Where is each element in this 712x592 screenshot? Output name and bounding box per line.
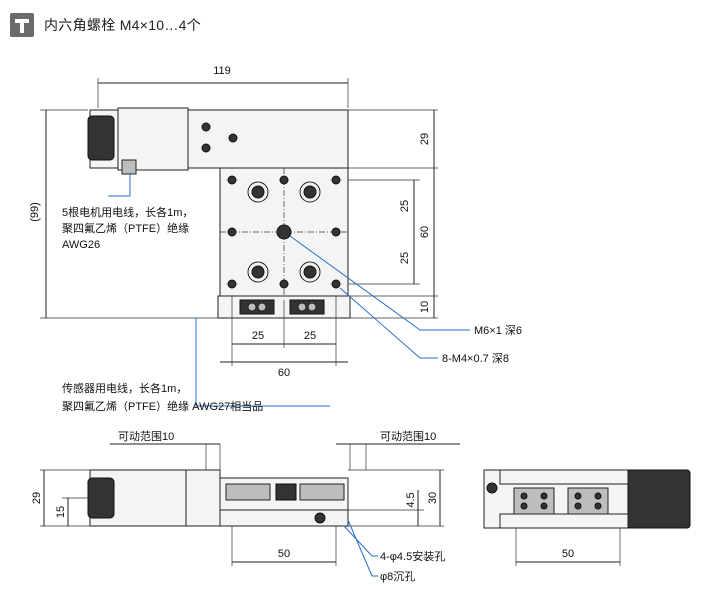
end-block-right: [567, 487, 609, 515]
dim-top-width: 119: [213, 65, 231, 77]
end-knob: [486, 482, 498, 494]
header-title: 内六角螺栓 M4×10…4个: [44, 17, 202, 33]
end-block-left: [513, 487, 555, 515]
motor-cable-note-2: 聚四氟乙烯（PTFE）绝缘: [62, 221, 189, 235]
counterbore-hole: [299, 261, 321, 283]
dim-bottom-60: 60: [278, 367, 290, 379]
header-bar: 内六角螺栓 M4×10…4个: [10, 10, 201, 40]
sensor-block: [239, 299, 275, 315]
dim-right-10: 10: [419, 301, 431, 313]
screw-m6-note: M6×1 深6: [474, 324, 522, 337]
side-slide-right: [299, 483, 345, 501]
screw-m4-note: 8-M4×0.7 深8: [442, 352, 509, 365]
end-view: 50: [483, 469, 691, 566]
housing-screw: [228, 133, 238, 143]
housing-screw: [201, 143, 211, 153]
side-counterbore: [314, 512, 326, 524]
dim-side-29: 29: [31, 492, 43, 504]
side-view: 可动范围10 可动范围10 29 15 4.5 30: [31, 429, 460, 583]
dim-right-60: 60: [419, 226, 431, 238]
counterbore-note: φ8沉孔: [380, 570, 415, 583]
sensor-cable-note-1: 传感器用电线，长各1m，: [62, 381, 187, 395]
counterbore-hole: [299, 181, 321, 203]
end-top-plate: [499, 469, 629, 485]
dim-bottom-25b: 25: [304, 330, 316, 342]
sensor-cable-note-2: 聚四氟乙烯（PTFE）绝缘 AWG27相当品: [62, 399, 263, 413]
dim-left-height: (99): [29, 202, 41, 222]
side-flange: [185, 469, 221, 527]
motor-cable-note-1: 5根电机用电线，长各1m，: [62, 205, 193, 219]
m4-hole: [227, 279, 237, 289]
end-base: [499, 513, 629, 529]
motor-end-cap: [87, 115, 115, 161]
mount-holes-note: 4-φ4.5安装孔: [380, 549, 445, 563]
counterbore-hole: [247, 181, 269, 203]
upper-housing: [187, 109, 349, 169]
motor-flange: [117, 107, 189, 171]
dim-bottom-25a: 25: [252, 330, 264, 342]
housing-screw: [201, 122, 211, 132]
side-motor-cap: [87, 477, 115, 519]
dim-side-30: 30: [427, 492, 439, 504]
dim-right-25b: 25: [399, 252, 411, 264]
travel-right-label: 可动范围10: [380, 429, 436, 443]
dim-side-4-5: 4.5: [405, 492, 417, 507]
dim-right-25a: 25: [399, 200, 411, 212]
motor-cable-note-3: AWG26: [62, 239, 100, 251]
side-base: [219, 509, 349, 527]
m4-hole: [331, 279, 341, 289]
dim-side-15: 15: [55, 506, 67, 518]
sensor-block: [289, 299, 325, 315]
counterbore-hole: [247, 261, 269, 283]
side-slide-left: [225, 483, 271, 501]
dim-side-50: 50: [278, 548, 290, 560]
m4-hole: [331, 175, 341, 185]
travel-left-label: 可动范围10: [118, 429, 174, 443]
m4-hole: [227, 175, 237, 185]
top-view: 119 (99) 29 25 25 60 10 25 25 60 5根电机用电线…: [29, 65, 522, 413]
side-center-block: [275, 483, 297, 501]
header-icon: [10, 13, 34, 37]
dim-right-29: 29: [419, 133, 431, 145]
motor-connector: [121, 159, 137, 175]
dim-end-50: 50: [562, 548, 574, 560]
end-motor: [627, 469, 691, 529]
